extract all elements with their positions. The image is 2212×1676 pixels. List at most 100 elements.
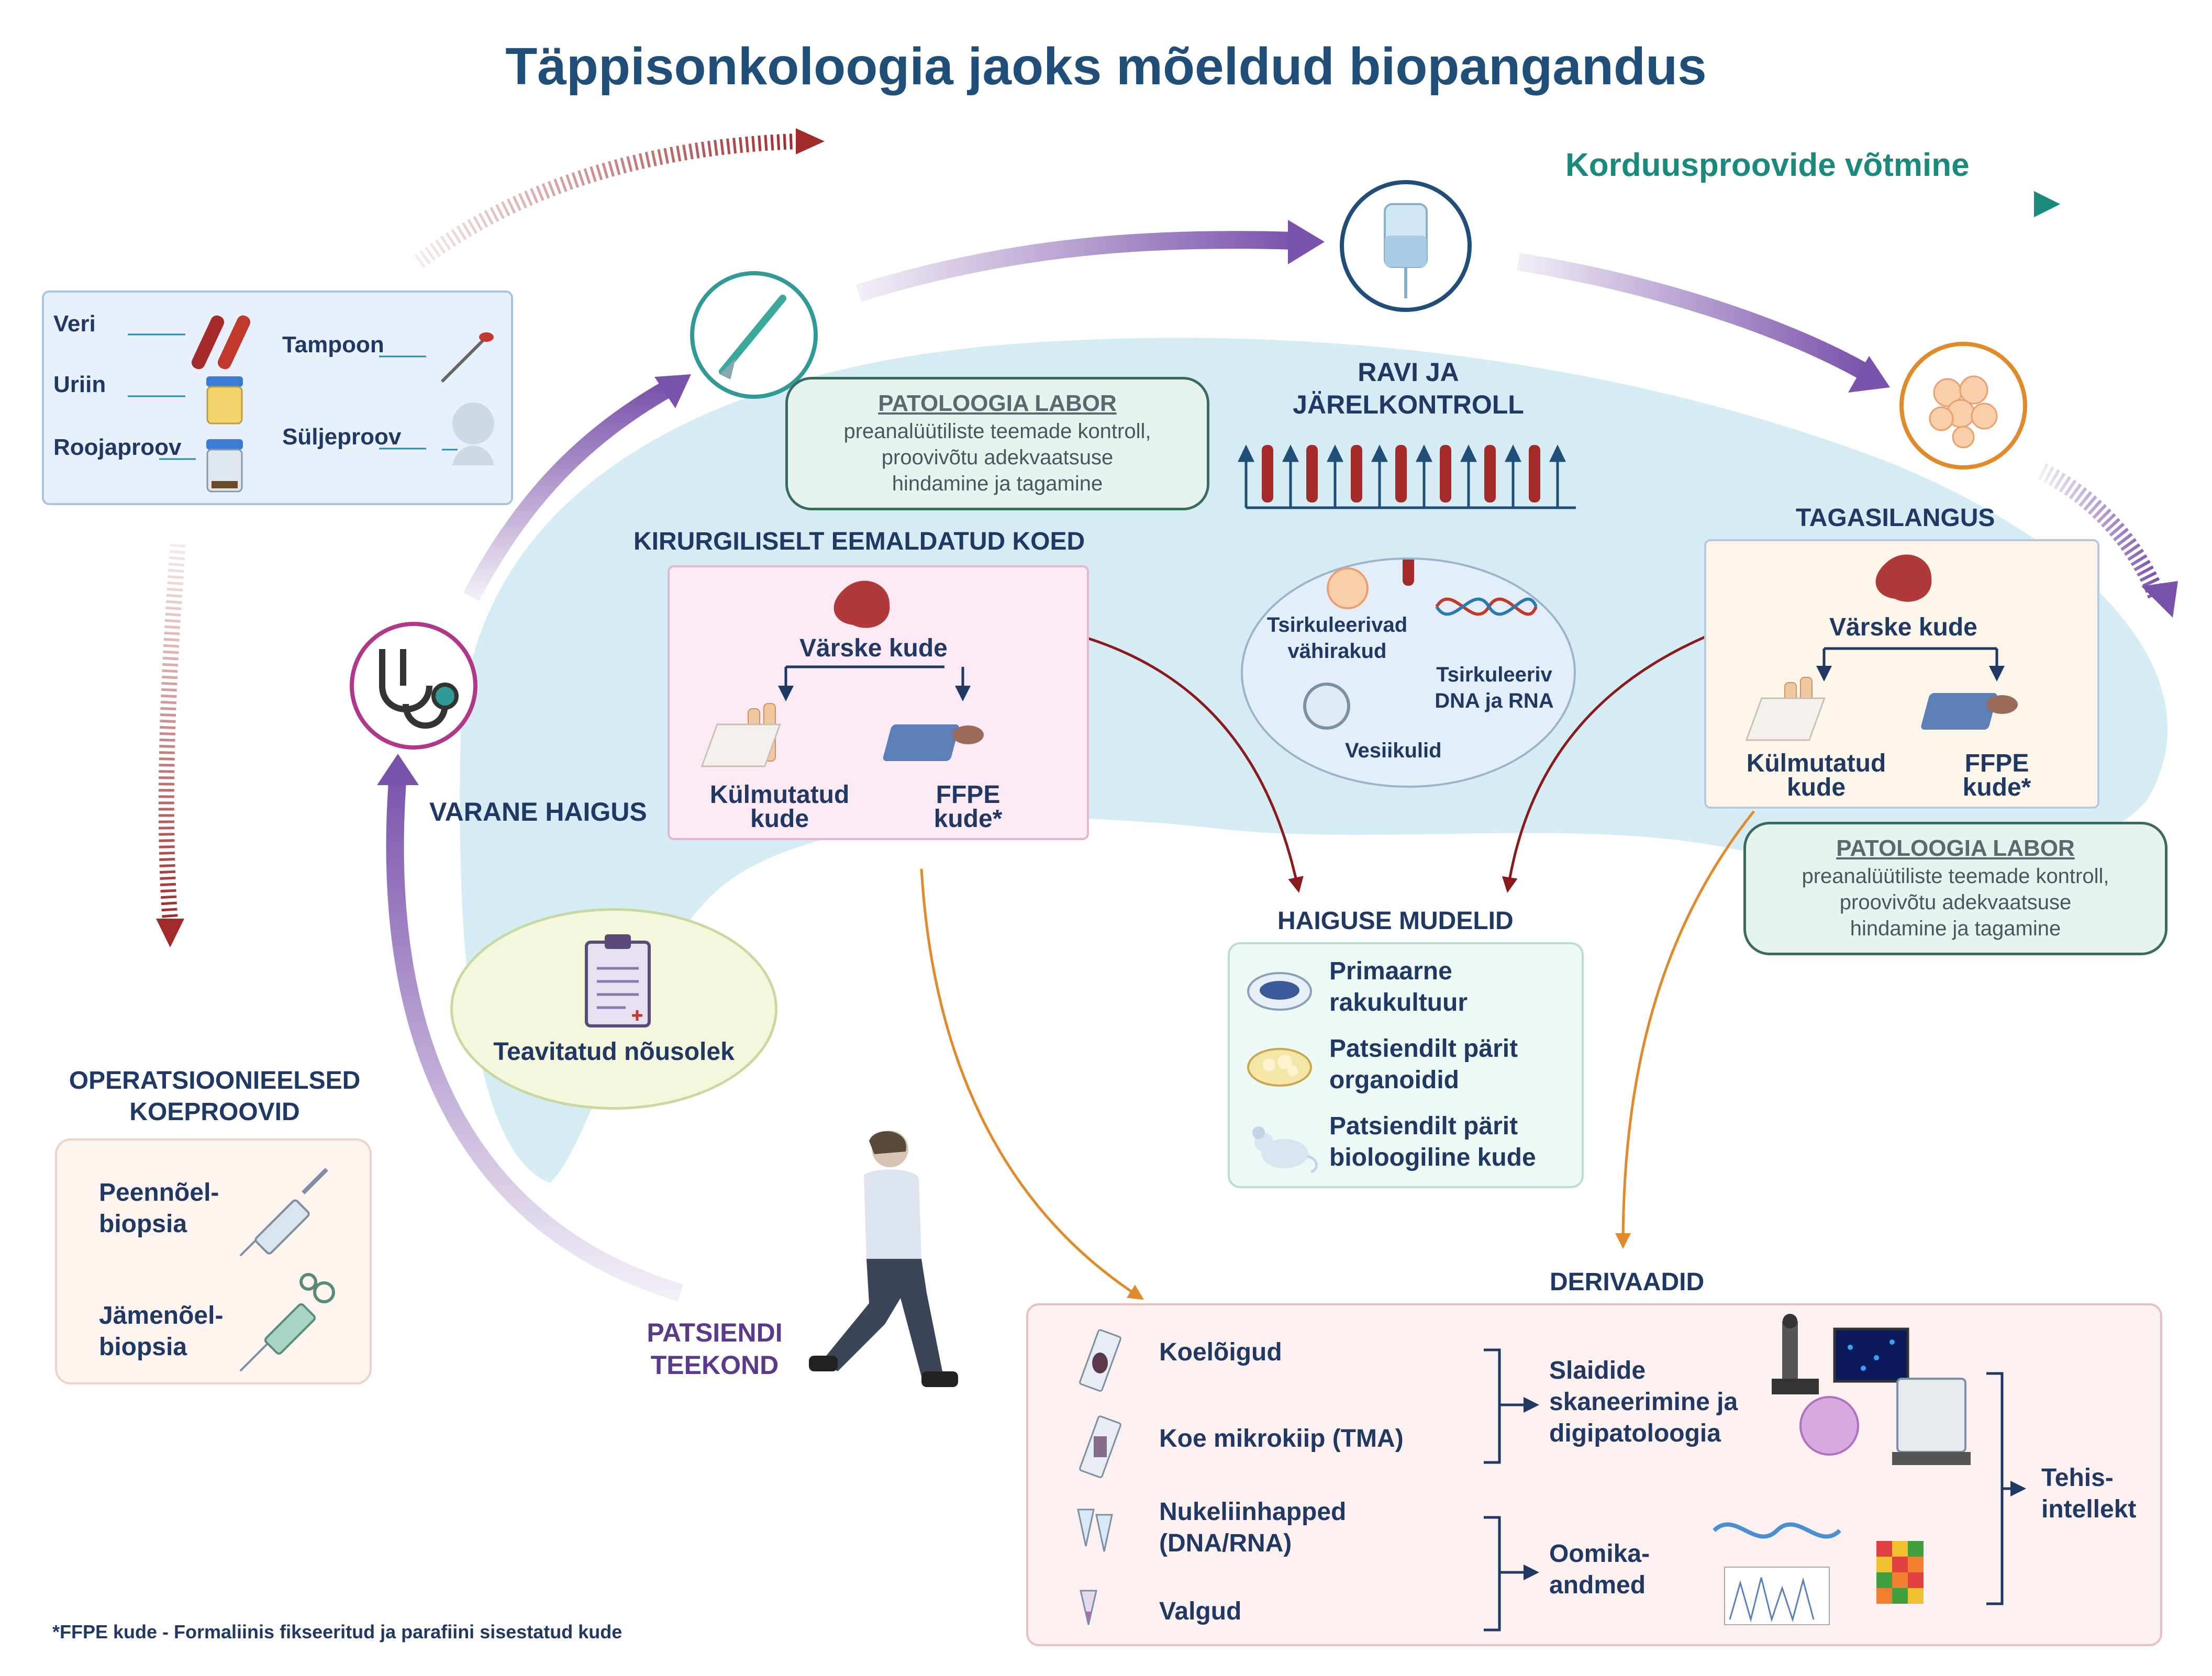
preop-heading-line2: KOEPROOVID [129,1098,300,1126]
preop-biopsies-box: Peennõel- biopsia Jämenõel- biopsia [55,1138,372,1384]
model1-line2: rakukultuur [1329,989,1468,1016]
derivative-tma: Koe mikrokiip (TMA) [1159,1425,1404,1452]
sample-stool-label: Roojaproov [53,434,182,460]
protein-tube-icon [1080,1590,1097,1625]
surgical-ffpe-line2: kude* [933,805,1003,833]
fna-line1: Peennõel- [99,1179,219,1206]
model3-line2: bioloogiline kude [1329,1144,1536,1171]
relapse-fresh-tissue: Värske kude [1829,613,1977,641]
model-primary-culture: Primaarne rakukultuur [1329,956,1468,1019]
sample-blood-label: Veri [53,311,96,337]
ctc-label: Tsirkuleerivad vähirakud [1259,612,1416,664]
treatment-line2: JÄRELKONTROLL [1293,390,1524,419]
swab-icon [440,332,494,383]
derivative-nucleic-acids: Nukeliinhapped (DNA/RNA) [1159,1496,1346,1559]
surgical-frozen-line1: Külmutatud [709,781,850,809]
preop-heading: OPERATSIOONIEELSED KOEPROOVID [37,1065,393,1128]
samples-icons [128,315,494,493]
dna-helix-icon [1713,1522,1841,1539]
pathology-lab-bottom-line2: proovivõtu adekvaatsuse [1839,891,2072,914]
stethoscope-icon [350,622,477,750]
sample-swab-label: Tampoon [282,332,384,357]
scan-line2: skaneerimine ja [1549,1388,1738,1416]
histology-image-icon [1799,1396,1859,1456]
mouse-icon [1252,1126,1318,1174]
preop-heading-line1: OPERATSIOONIEELSED [69,1067,361,1094]
core-line1: Jämenõel- [99,1302,224,1329]
fine-needle-biopsy: Peennõel- biopsia [99,1177,219,1240]
patient-journey-line2: TEEKOND [650,1350,779,1380]
sample-saliva-label: Süljeproov [282,424,402,450]
tma-slide-icon [1079,1415,1121,1478]
core-line2: biopsia [99,1333,187,1361]
surgical-tissues-box: Värske kude Külmutatud kude FFPE kude* [668,565,1089,840]
model3-line1: Patsiendilt pärit [1329,1112,1518,1140]
liquid-biopsy-icons [1303,560,1538,730]
treatment-line1: RAVI JA [1358,357,1459,387]
ctc-line2: vähirakud [1287,640,1387,663]
omics-data-label: Oomika- andmed [1549,1538,1650,1601]
syringe-icon [239,1168,328,1257]
journey-arrow-to-surgery [463,379,675,601]
ctc-line1: Tsirkuleerivad [1266,613,1408,636]
na-line1: Nukeliinhapped [1159,1498,1347,1526]
petri-dish-organoid-icon [1247,1048,1312,1087]
relapse-frozen-line1: Külmutatud [1746,750,1886,777]
artificial-intelligence-label: Tehis- intellekt [2041,1462,2136,1525]
iv-bag-icon [1340,180,1472,312]
relapse-ffpe-line2: kude* [1962,774,2031,801]
arrow-surgical-to-derivatives [920,868,1144,1300]
journey-arrow-up [386,774,683,1302]
tissue-section-slide-icon [1079,1329,1121,1392]
walking-woman-icon [809,1131,958,1387]
surgical-frozen-tissue: Külmutatud kude [701,779,858,835]
model-organoids: Patsiendilt pärit organoidid [1329,1033,1518,1096]
fna-line2: biopsia [99,1210,187,1238]
relapse-box: Värske kude Külmutatud kude FFPE kude* [1704,539,2099,809]
journey-arrow-to-treatment [856,231,1294,302]
surgical-icons [701,580,984,767]
na-line2: (DNA/RNA) [1159,1529,1292,1557]
journey-arrow-to-relapse [1517,253,1869,379]
liquid-biopsy-ellipse: Tsirkuleerivad vähirakud Tsirkuleeriv DN… [1241,557,1576,788]
patient-journey-label: PATSIENDI TEEKOND [628,1316,801,1381]
ai-line1: Tehis- [2041,1464,2114,1492]
model2-line2: organoidid [1329,1066,1459,1094]
core-needle-biopsy: Jämenõel- biopsia [99,1300,223,1363]
pathology-lab-top-line1: preanalüütiliste teemade kontroll, [843,420,1151,443]
derivatives-heading: DERIVAADID [1550,1268,1705,1296]
journey-arrow-down-right [2038,463,2165,600]
red-dotted-arrow-left [158,543,186,922]
pathology-lab-bottom-line3: hindamine ja tagamine [1850,917,2061,940]
relapse-icons [1745,554,2018,741]
monitor-icon [1833,1327,1909,1383]
derivatives-icons [1077,1314,2164,1632]
urine-cup-icon [206,376,243,424]
pathology-lab-top: PATOLOOGIA LABOR preanalüütiliste teemad… [785,377,1209,510]
blood-tubes-icon [191,315,251,370]
patient-journey-line1: PATSIENDI [647,1318,783,1347]
model1-line1: Primaarne [1329,957,1452,985]
models-heading: HAIGUSE MUDELID [1277,907,1514,935]
relapse-frozen-line2: kude [1786,774,1846,801]
relapse-heading: TAGASILANGUS [1796,504,1995,532]
petri-dish-cells-icon [1247,972,1312,1011]
informed-consent-ellipse: Teavitatud nõusolek [450,908,777,1110]
core-needle-icon [239,1273,335,1372]
slide-scanning-label: Slaidide skaneerimine ja digipatoloogia [1549,1355,1738,1449]
arrow-relapse-to-derivatives [1615,810,1755,1249]
treatment-heading: RAVI JA JÄRELKONTROLL [1225,356,1592,421]
scalpel-icon [690,271,818,399]
pathology-lab-top-line2: proovivõtu adekvaatsuse [881,446,1114,469]
dna-line2: DNA ja RNA [1435,689,1554,712]
pathology-lab-top-line3: hindamine ja tagamine [892,472,1103,495]
surgical-ffpe-tissue: FFPE kude* [916,779,1020,835]
omics-line2: andmed [1549,1571,1646,1599]
pathology-lab-top-title: PATOLOOGIA LABOR [878,390,1117,416]
disease-models-box: Primaarne rakukultuur Patsiendilt pärit … [1228,942,1584,1188]
microscope-icon [1772,1314,1819,1394]
derivatives-box: Koelõigud Koe mikrokiip (TMA) Nukeliinha… [1026,1303,2162,1646]
saliva-face-icon [442,403,494,465]
ai-line2: intellekt [2041,1495,2137,1523]
tumor-cells-icon [1899,342,2027,470]
